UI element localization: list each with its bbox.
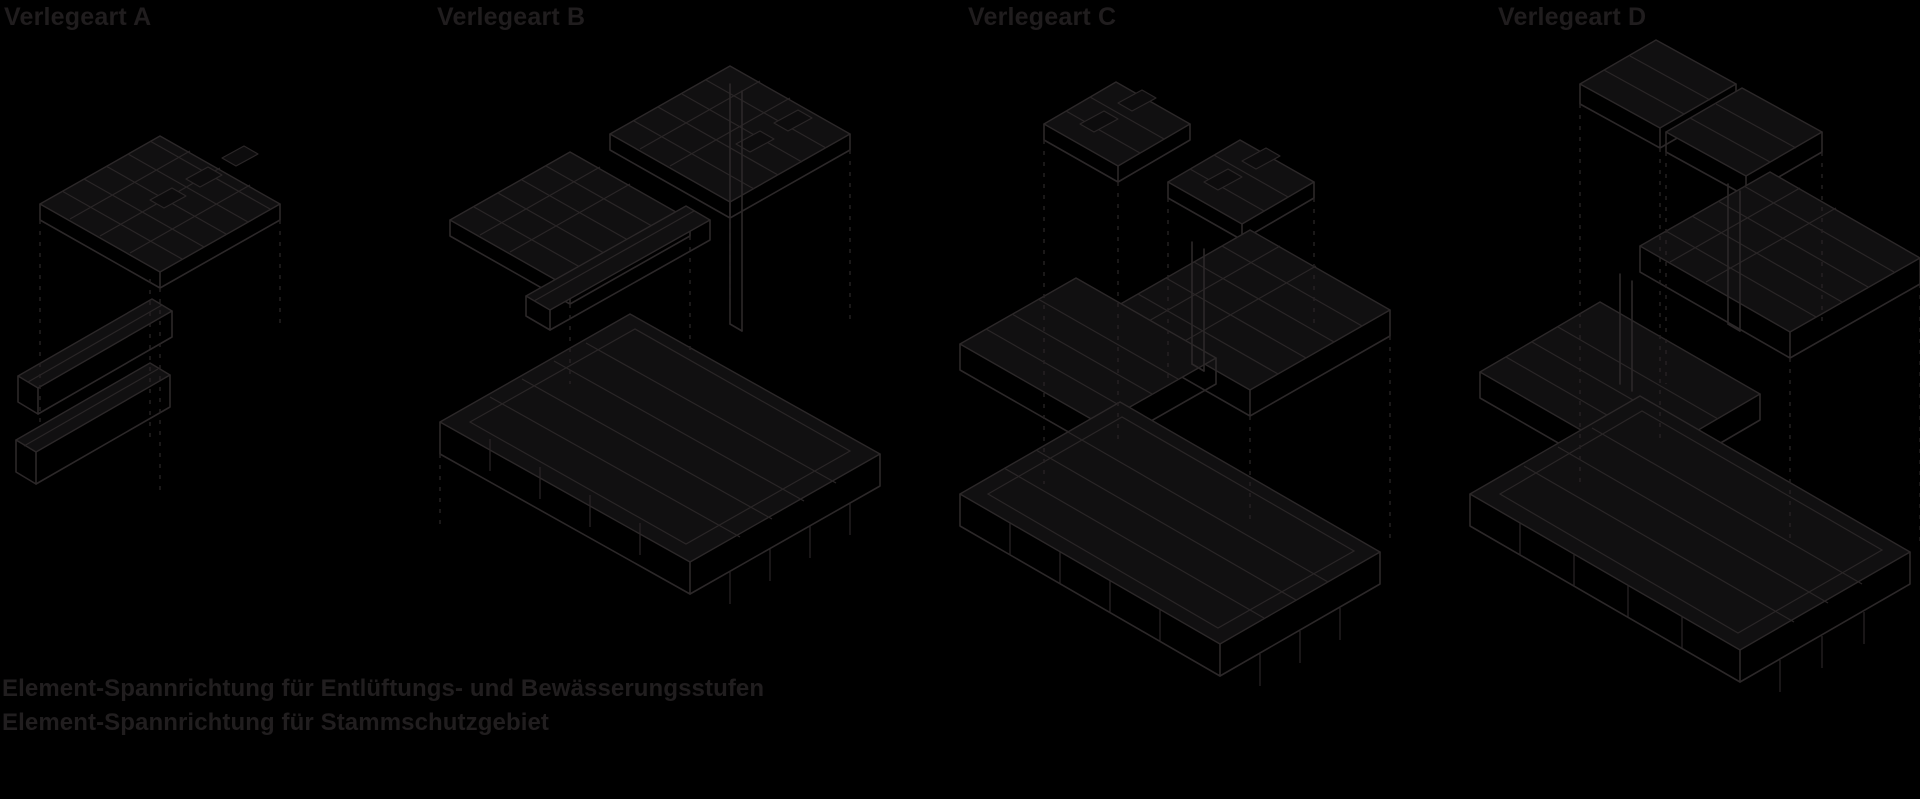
column-headers: Verlegeart A Verlegeart B Verlegeart C V… bbox=[0, 0, 1920, 46]
iso-guideline-c bbox=[1043, 140, 1391, 544]
caption-line-2: Element-Spannrichtung für Stammschutzgeb… bbox=[2, 709, 550, 736]
legend-caption: Element-Spannrichtung für Entlüftungs- u… bbox=[2, 672, 1002, 740]
iso-beam-lower-a bbox=[15, 362, 171, 485]
column-title-d: Verlegeart D bbox=[1498, 3, 1647, 31]
iso-panel-top-a bbox=[39, 135, 281, 289]
iso-diagonal-element-b bbox=[525, 205, 711, 331]
drawing-columns bbox=[0, 24, 1920, 724]
iso-guideline-a bbox=[39, 220, 281, 494]
column-title-c: Verlegeart C bbox=[968, 3, 1117, 31]
iso-base-frame-d bbox=[1469, 395, 1911, 692]
iso-vertical-post-d bbox=[1619, 183, 1741, 392]
iso-float-panel-1-c bbox=[1043, 81, 1191, 183]
column-title-b: Verlegeart B bbox=[437, 3, 586, 31]
isometric-drawing-a bbox=[0, 24, 480, 724]
isometric-drawing-c bbox=[959, 24, 1440, 724]
column-title-a: Verlegeart A bbox=[4, 3, 152, 31]
iso-float-panel-2-c bbox=[1167, 139, 1315, 241]
iso-guideline-d bbox=[1579, 104, 1920, 544]
iso-vertical-post-c bbox=[1191, 241, 1205, 372]
caption-line-1: Element-Spannrichtung für Entlüftungs- u… bbox=[2, 675, 765, 702]
isometric-drawing-b bbox=[430, 24, 910, 724]
iso-beam-a bbox=[17, 298, 173, 415]
iso-base-frame-c bbox=[959, 401, 1381, 686]
iso-guideline-b bbox=[439, 150, 851, 524]
iso-base-frame-b bbox=[439, 313, 881, 604]
isometric-drawing-d bbox=[1469, 24, 1920, 724]
iso-float-panel-1-d bbox=[1579, 39, 1737, 149]
iso-mid-deck-d bbox=[1639, 171, 1920, 359]
